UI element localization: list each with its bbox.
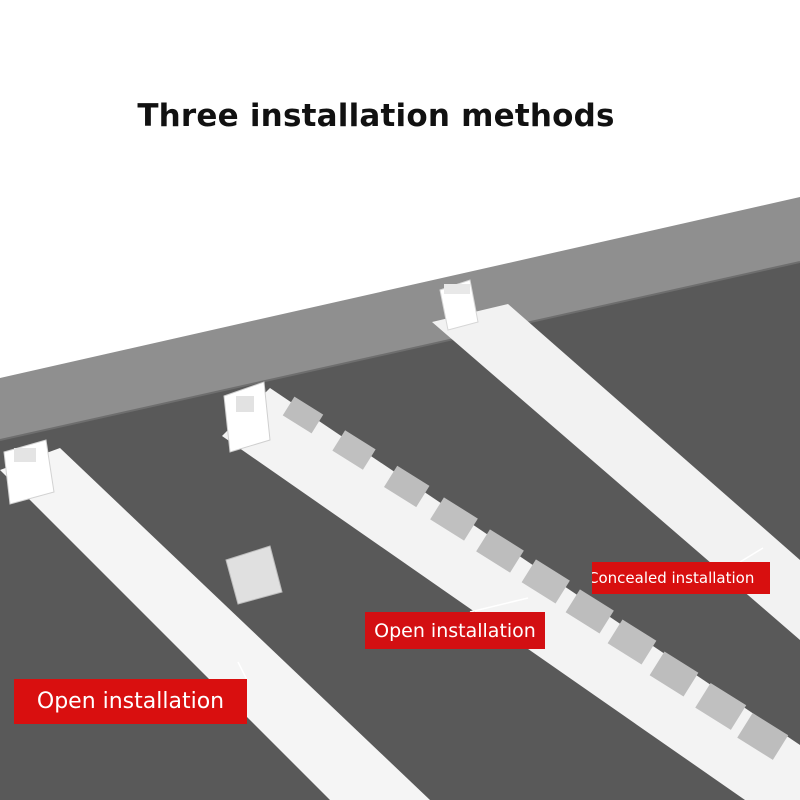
callout-concealed-installation: Concealed installation — [592, 562, 770, 594]
concealed-track — [432, 279, 800, 640]
callout-concealed-text: Concealed installation — [592, 569, 755, 587]
page-title: Three installation methods — [137, 98, 615, 134]
open-track-middle — [222, 381, 800, 800]
track-runners — [282, 396, 789, 760]
ceiling-face — [0, 197, 800, 440]
open-track-left — [0, 439, 430, 800]
callout-open-installation-middle: Open installation — [365, 612, 545, 649]
callout-open-installation-left: Open installation — [14, 679, 247, 724]
